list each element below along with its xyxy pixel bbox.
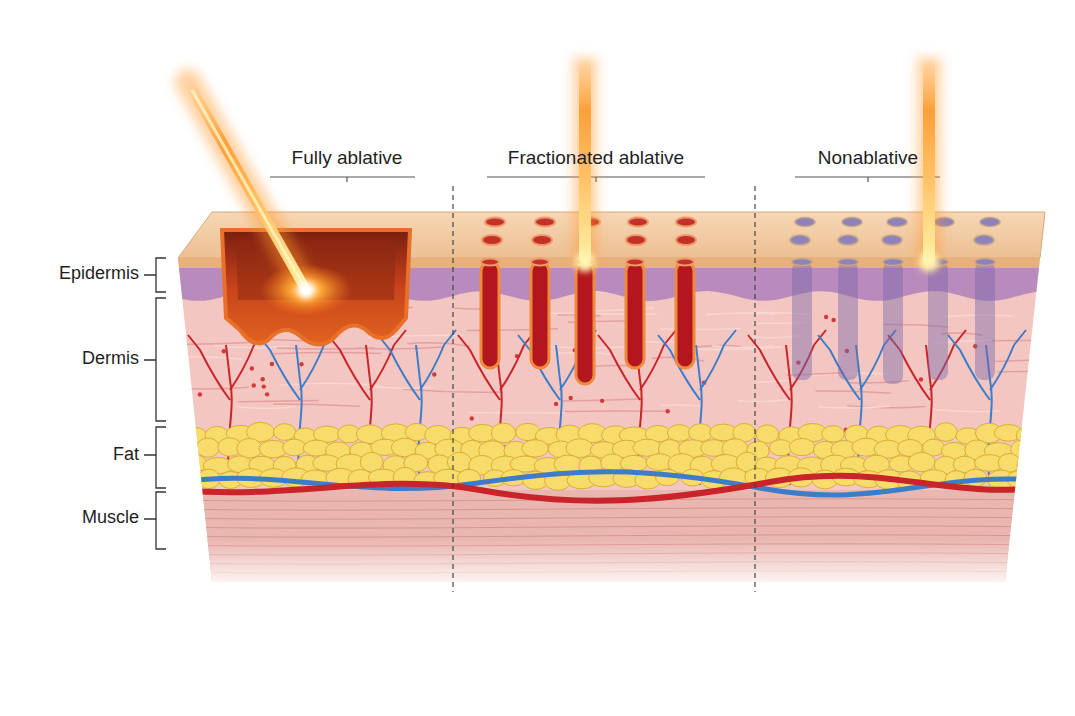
capillary-dot <box>299 362 303 366</box>
fat-cell <box>789 439 815 456</box>
collagen-fiber <box>748 336 800 338</box>
fat-cell <box>163 453 186 472</box>
blood-vessel <box>378 330 456 485</box>
fat-cell <box>688 424 712 442</box>
collagen-fiber <box>279 383 379 385</box>
collagen-fiber <box>274 352 381 353</box>
capillary-dot <box>665 409 669 413</box>
collagen-fiber <box>238 407 295 409</box>
skin-cross-section <box>160 258 1062 590</box>
layer-label: Muscle <box>82 507 139 529</box>
layer-label: Epidermis <box>59 263 139 285</box>
main-vessels <box>180 472 1040 501</box>
fat-cell <box>174 468 200 488</box>
nonablative-zones <box>792 262 995 384</box>
capillary-dot <box>824 315 828 319</box>
layer-label: Dermis <box>82 348 139 370</box>
muscle-fiber <box>170 517 1050 519</box>
capillary-dot <box>222 349 226 353</box>
capillary-dot <box>260 377 264 381</box>
fat-cell <box>196 438 219 457</box>
capillary-dot <box>265 392 269 396</box>
collagen-fiber <box>997 371 1060 373</box>
capillary-dot <box>187 444 191 448</box>
collagen-fiber <box>176 342 257 344</box>
section-dividers <box>453 186 755 592</box>
nonablative-dots <box>790 218 1000 266</box>
heading-rules <box>270 177 940 182</box>
muscle-fiber <box>170 508 1050 510</box>
fat-cell <box>183 455 207 472</box>
capillary-dot <box>252 383 256 387</box>
collagen-fiber <box>170 357 242 360</box>
capillary-dot <box>919 377 923 381</box>
muscle-fiber <box>170 535 1050 537</box>
column-heading: Fully ablative <box>292 147 403 170</box>
capillary-dot <box>198 392 202 396</box>
capillary-dot <box>173 384 177 388</box>
column-heading: Nonablative <box>818 147 918 170</box>
capillary-dot <box>432 372 436 376</box>
collagen-fiber <box>238 400 319 401</box>
collagen-fiber <box>468 412 565 414</box>
collagen-fiber <box>707 313 775 315</box>
muscle-fiber <box>170 526 1050 528</box>
collagen-fiber <box>273 404 359 406</box>
column-heading: Fractionated ablative <box>508 147 684 170</box>
collagen-fiber <box>712 346 773 348</box>
fat-cell <box>522 440 549 457</box>
collagen-fiber <box>177 387 249 389</box>
capillary-dot <box>600 399 604 403</box>
fat-cell <box>237 438 262 458</box>
capillary-dot <box>470 416 474 420</box>
collagen-fiber <box>403 389 503 392</box>
blood-vessel <box>748 330 826 485</box>
capillary-dot <box>568 396 572 400</box>
fat-cell <box>1029 471 1057 491</box>
fat-cell <box>283 439 306 456</box>
fat-cell <box>491 423 515 443</box>
layer-label: Fat <box>113 444 139 466</box>
fat-cell <box>667 425 691 442</box>
fat-cell <box>274 424 296 441</box>
collagen-fiber <box>660 328 741 330</box>
fat-cell <box>1016 426 1044 445</box>
capillary-dot <box>262 384 266 388</box>
collagen-fiber <box>564 410 666 412</box>
capillary-dot <box>250 366 254 370</box>
capillary-dot <box>270 362 274 366</box>
fat-cell <box>822 426 845 442</box>
fat-cell <box>935 423 958 442</box>
collagen-fiber <box>277 348 375 349</box>
fat-cell <box>171 441 198 457</box>
muscle-layer <box>170 490 1050 590</box>
capillary-dot <box>554 402 558 406</box>
collagen-fiber <box>738 399 794 402</box>
collagen-fiber <box>660 405 701 406</box>
capillary-dot <box>831 318 835 322</box>
collagen-fiber <box>933 409 1000 411</box>
layer-brackets <box>144 258 166 549</box>
collagen-fiber <box>991 340 1062 342</box>
laser-beams <box>188 58 941 299</box>
collagen-fiber <box>995 360 1037 362</box>
collagen-fiber <box>818 406 889 408</box>
fat-cell <box>160 424 186 441</box>
ablative-microcolumns <box>481 262 694 384</box>
fat-cell <box>1029 441 1058 458</box>
fat-cell <box>908 452 935 471</box>
fat-cell <box>1017 456 1045 474</box>
